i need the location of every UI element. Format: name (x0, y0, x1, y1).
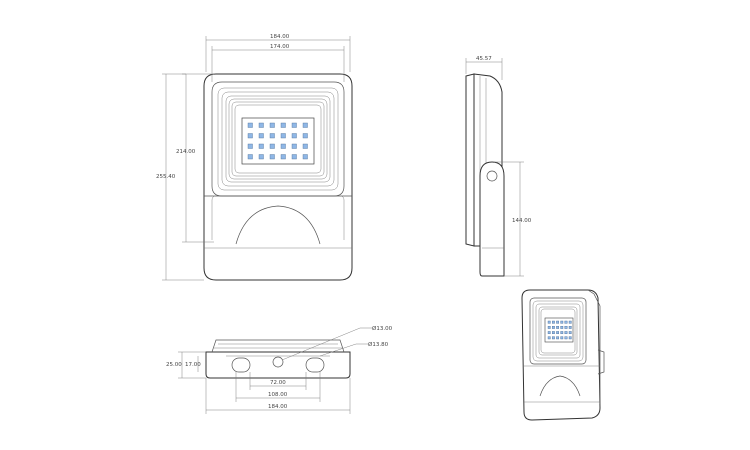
led-chip (564, 320, 568, 324)
led-chip (568, 326, 572, 329)
iso-bracket-arch (539, 375, 581, 397)
led-chip (564, 336, 568, 340)
led-chip (269, 122, 275, 128)
bottom-center-hole (272, 356, 284, 368)
side-view: 45.57 144.00 (465, 56, 532, 277)
dim-bottom-slot-spacing: 108.00 (268, 392, 288, 398)
led-chip (302, 154, 308, 160)
led-chip (564, 326, 568, 329)
front-led-array (247, 122, 308, 160)
led-chip (568, 331, 572, 334)
iso-heatsink-fins (532, 300, 584, 362)
led-chip (556, 331, 560, 334)
dim-bottom-overall-width: 184.00 (268, 404, 288, 410)
iso-side-bracket (597, 349, 605, 375)
side-bracket-pivot (486, 170, 498, 182)
bottom-slot-left (231, 357, 251, 373)
led-chip (560, 326, 564, 329)
perspective-view (521, 289, 605, 421)
bottom-housing (205, 351, 351, 379)
led-chip (547, 336, 551, 340)
led-chip (269, 143, 275, 149)
led-chip (302, 122, 308, 128)
led-chip (291, 154, 297, 160)
bottom-lens (211, 339, 345, 353)
led-chip (291, 143, 297, 149)
dim-front-overall-width: 184.00 (270, 34, 290, 40)
led-chip (564, 331, 568, 334)
led-chip (556, 336, 560, 340)
front-bracket-arch (235, 205, 321, 245)
dim-bottom-height-1: 25.00 (166, 362, 182, 368)
led-chip (247, 154, 253, 160)
led-chip (560, 336, 564, 340)
bottom-slot-right (305, 357, 325, 373)
led-chip (547, 320, 551, 324)
led-chip (560, 320, 564, 324)
led-chip (552, 336, 555, 340)
dim-front-overall-height: 255.40 (156, 174, 176, 180)
dim-side-depth: 45.57 (476, 56, 492, 62)
led-chip (547, 331, 551, 334)
led-chip (556, 320, 560, 324)
led-chip (269, 133, 275, 139)
front-view: 184.00 174.00 214.00 255.40 (156, 34, 353, 281)
side-bracket (479, 161, 505, 277)
led-chip (552, 320, 555, 324)
dim-bottom-height-2: 17.00 (185, 362, 201, 368)
led-chip (269, 154, 275, 160)
led-chip (258, 133, 264, 139)
led-chip (258, 122, 264, 128)
dim-bottom-hole-dia-1: Ø13.00 (372, 325, 393, 332)
led-chip (280, 133, 286, 139)
led-chip (258, 143, 264, 149)
bottom-view: Ø13.00 Ø13.80 25.00 17.00 72.00 108.00 1… (166, 325, 393, 414)
side-front-face (465, 73, 475, 247)
led-chip (247, 133, 253, 139)
dim-bottom-hole-dia-2: Ø13.80 (368, 341, 389, 348)
led-chip (560, 331, 564, 334)
led-chip (568, 320, 572, 324)
led-chip (291, 122, 297, 128)
led-chip (258, 154, 264, 160)
led-chip (291, 133, 297, 139)
dim-bottom-hole-spacing: 72.00 (270, 380, 286, 386)
led-chip (568, 336, 572, 340)
led-chip (280, 122, 286, 128)
front-housing (203, 73, 353, 281)
led-chip (556, 326, 560, 329)
front-led-board (241, 117, 315, 165)
front-heatsink-fins (217, 87, 339, 191)
led-chip (280, 154, 286, 160)
led-chip (302, 133, 308, 139)
led-chip (547, 326, 551, 329)
iso-bezel (529, 297, 587, 365)
led-chip (302, 143, 308, 149)
iso-led-array (547, 320, 572, 340)
dim-front-inner-height: 214.00 (176, 149, 196, 155)
led-chip (280, 143, 286, 149)
led-chip (552, 331, 555, 334)
led-chip (247, 122, 253, 128)
dim-side-bracket-height: 144.00 (512, 218, 532, 224)
led-chip (247, 143, 253, 149)
dim-front-inner-width: 174.00 (270, 44, 290, 50)
led-chip (552, 326, 555, 329)
